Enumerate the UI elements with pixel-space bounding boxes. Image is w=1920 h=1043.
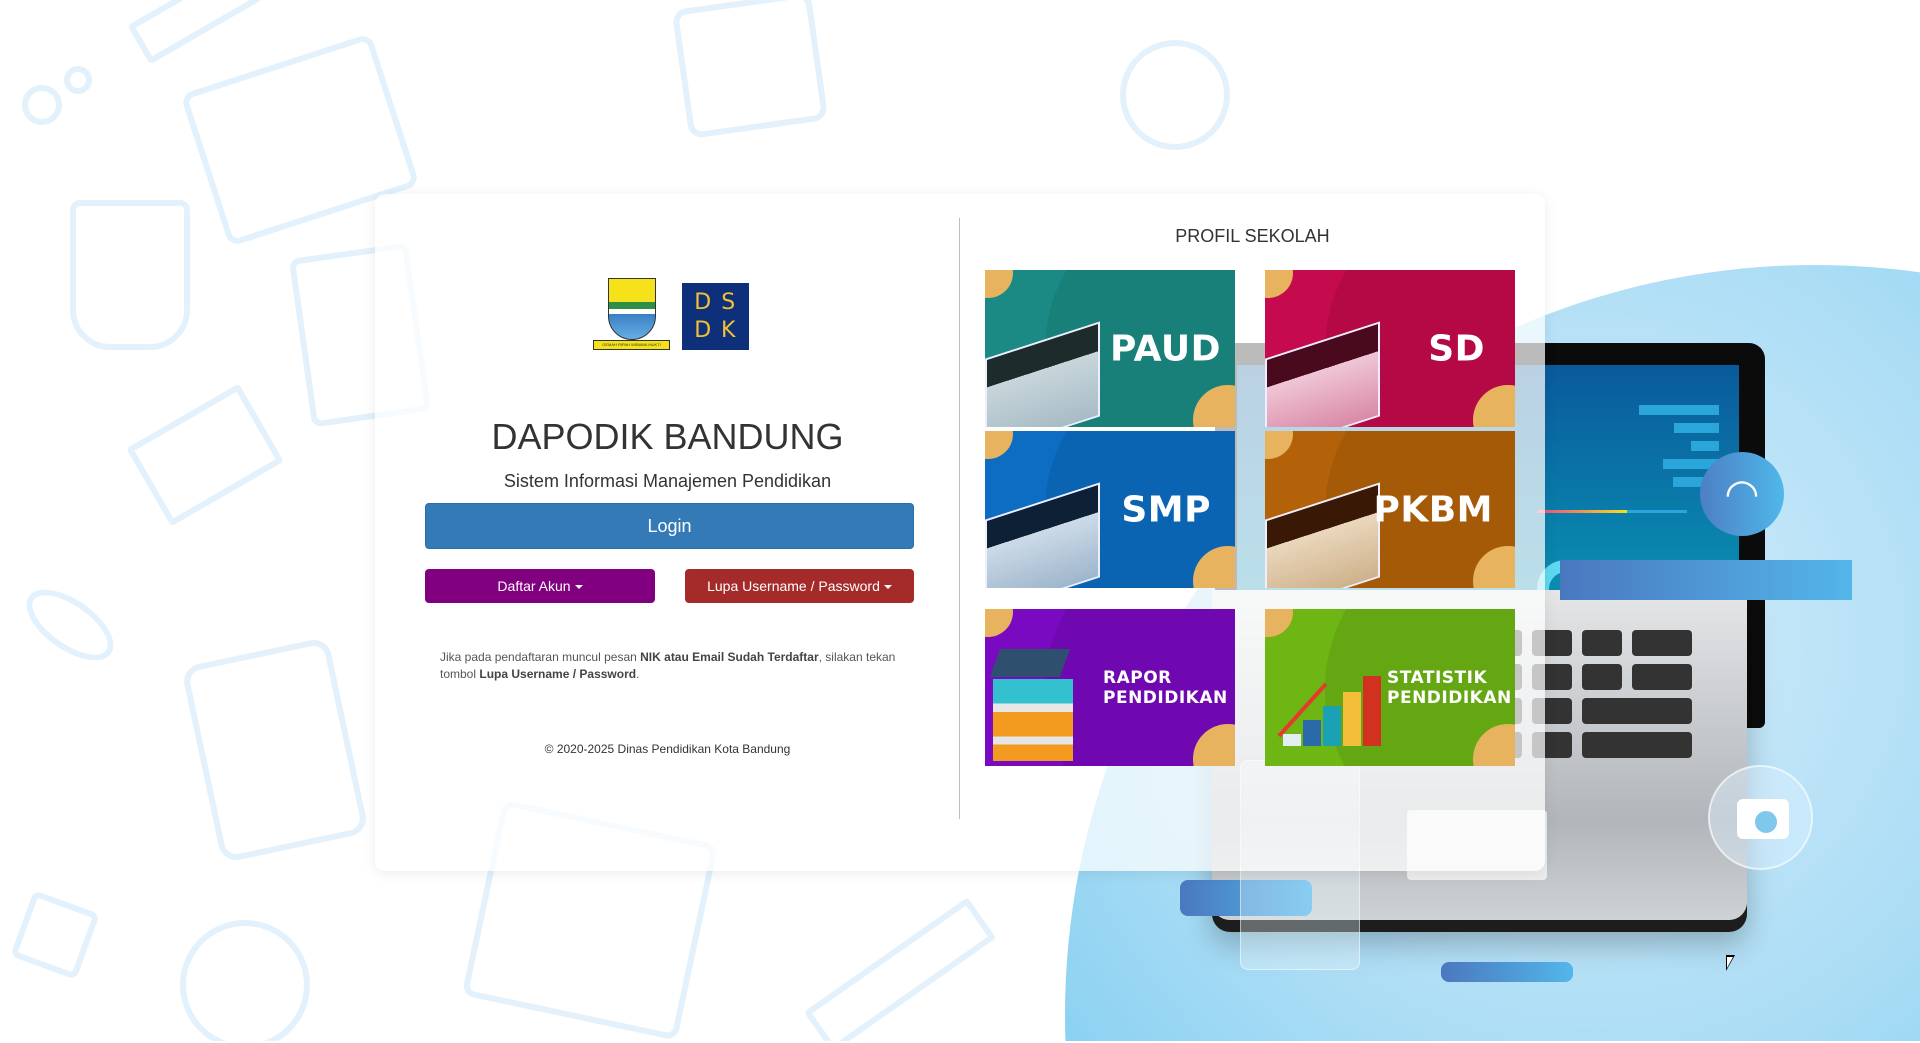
tile-decoration <box>985 431 1013 459</box>
wifi-icon: ◠ <box>1700 452 1784 536</box>
tile-decoration <box>985 270 1013 298</box>
logo-letter: D <box>694 317 712 343</box>
progress-line <box>1537 510 1687 513</box>
lupa-password-label: Lupa Username / Password <box>707 578 880 594</box>
molecule-doodle-icon <box>22 85 62 125</box>
camera-icon <box>1708 765 1813 870</box>
star-doodle-icon <box>10 890 100 980</box>
caret-down-icon <box>574 585 583 590</box>
bar-chart-icon <box>1323 706 1341 746</box>
school-building-icon <box>985 482 1100 588</box>
note-text: . <box>636 667 640 681</box>
tile-decoration <box>1265 609 1293 637</box>
bottom-strip <box>0 1041 1920 1043</box>
note-text: Jika pada pendaftaran muncul pesan <box>440 650 641 664</box>
copyright-footer: © 2020-2025 Dinas Pendidikan Kota Bandun… <box>544 742 791 756</box>
screen-line <box>1673 477 1719 487</box>
paper-plane-doodle-icon <box>126 383 284 527</box>
ruler-doodle-icon <box>803 897 997 1043</box>
tile-label: SMP <box>1121 489 1211 530</box>
keyboard-key <box>1582 698 1692 724</box>
logo-letter: K <box>721 317 736 343</box>
vertical-divider <box>959 218 960 819</box>
magnifier-doodle-icon <box>180 920 310 1043</box>
tile-label-line: RAPOR <box>1103 667 1172 688</box>
screen-line <box>1663 459 1719 469</box>
login-pane: GEMAH RIPAH WIBAWA MUKTI D S D K DAPODIK… <box>375 194 960 871</box>
calculator-doodle-icon <box>671 0 829 140</box>
tile-label-line: PENDIDIKAN <box>1387 687 1512 708</box>
tile-sd[interactable]: SD <box>1265 270 1515 427</box>
books-icon <box>993 679 1073 761</box>
school-building-icon <box>1265 482 1380 588</box>
screen-line <box>1691 441 1719 451</box>
tile-decoration <box>985 609 1013 637</box>
tile-decoration <box>1265 270 1293 298</box>
logo-letter: D <box>694 289 712 315</box>
school-building-icon <box>985 321 1100 427</box>
graduation-cap-icon <box>989 649 1071 677</box>
logo-row: GEMAH RIPAH WIBAWA MUKTI D S D K <box>593 278 749 354</box>
keyboard-key <box>1632 630 1692 656</box>
disdik-logo: D S D K <box>682 282 749 350</box>
bar-chart-icon <box>1283 734 1301 746</box>
note-text: , silakan tekan tombol <box>440 650 896 681</box>
bar-chart-icon <box>1363 676 1381 746</box>
screen-line <box>1674 423 1719 433</box>
ruler-doodle-icon <box>127 0 263 65</box>
tile-label-line: STATISTIK <box>1387 667 1488 688</box>
crest-ribbon: GEMAH RIPAH WIBAWA MUKTI <box>593 340 670 350</box>
tile-smp[interactable]: SMP <box>985 431 1235 588</box>
tile-paud[interactable]: PAUD <box>985 270 1235 427</box>
login-button-label: Login <box>647 515 692 536</box>
tile-label: PAUD <box>1110 328 1221 369</box>
profil-sekolah-pane: PROFIL SEKOLAH PAUD SD SMP <box>960 194 1545 871</box>
login-button[interactable]: Login <box>425 503 914 549</box>
decorative-bar <box>1180 880 1312 916</box>
tile-decoration <box>1265 431 1293 459</box>
screen-line <box>1639 405 1719 415</box>
daftar-akun-label: Daftar Akun <box>497 578 571 594</box>
tile-label: SD <box>1428 328 1485 369</box>
keyboard-key <box>1582 664 1622 690</box>
logo-letter: S <box>721 289 736 315</box>
page-subtitle: Sistem Informasi Manajemen Pendidikan <box>503 471 832 491</box>
page-title: DAPODIK BANDUNG <box>491 416 844 457</box>
decorative-bar <box>1560 560 1852 600</box>
bar-chart-icon <box>1343 692 1361 746</box>
keyboard-key <box>1582 630 1622 656</box>
decorative-bar <box>1441 962 1573 982</box>
gear-doodle-icon <box>1120 40 1230 150</box>
mouse-cursor-icon <box>1726 955 1735 971</box>
note-bold: Lupa Username / Password <box>479 667 637 681</box>
flask-doodle-icon <box>70 200 190 350</box>
profil-sekolah-heading: PROFIL SEKOLAH <box>1175 226 1330 246</box>
crest-shield-icon <box>608 278 656 340</box>
caret-down-icon <box>883 585 892 590</box>
calculator-doodle-icon <box>180 636 370 864</box>
daftar-akun-dropdown-button[interactable]: Daftar Akun <box>425 569 655 603</box>
registration-note: Jika pada pendaftaran muncul pesan NIK a… <box>440 649 910 683</box>
bandung-crest-logo: GEMAH RIPAH WIBAWA MUKTI <box>593 278 670 354</box>
camera-glyph <box>1737 799 1789 839</box>
atom-doodle-icon <box>14 575 126 675</box>
tile-pkbm[interactable]: PKBM <box>1265 431 1515 588</box>
tile-label-line: PENDIDIKAN <box>1103 687 1228 708</box>
login-card: GEMAH RIPAH WIBAWA MUKTI D S D K DAPODIK… <box>375 194 1545 871</box>
tile-label: PKBM <box>1373 489 1493 530</box>
bar-chart-icon <box>1303 720 1321 746</box>
lupa-password-dropdown-button[interactable]: Lupa Username / Password <box>685 569 914 603</box>
school-building-icon <box>1265 321 1380 427</box>
keyboard-key <box>1582 732 1692 758</box>
molecule-doodle-icon <box>64 66 92 94</box>
keyboard-key <box>1632 664 1692 690</box>
note-bold: NIK atau Email Sudah Terdaftar <box>640 650 819 664</box>
